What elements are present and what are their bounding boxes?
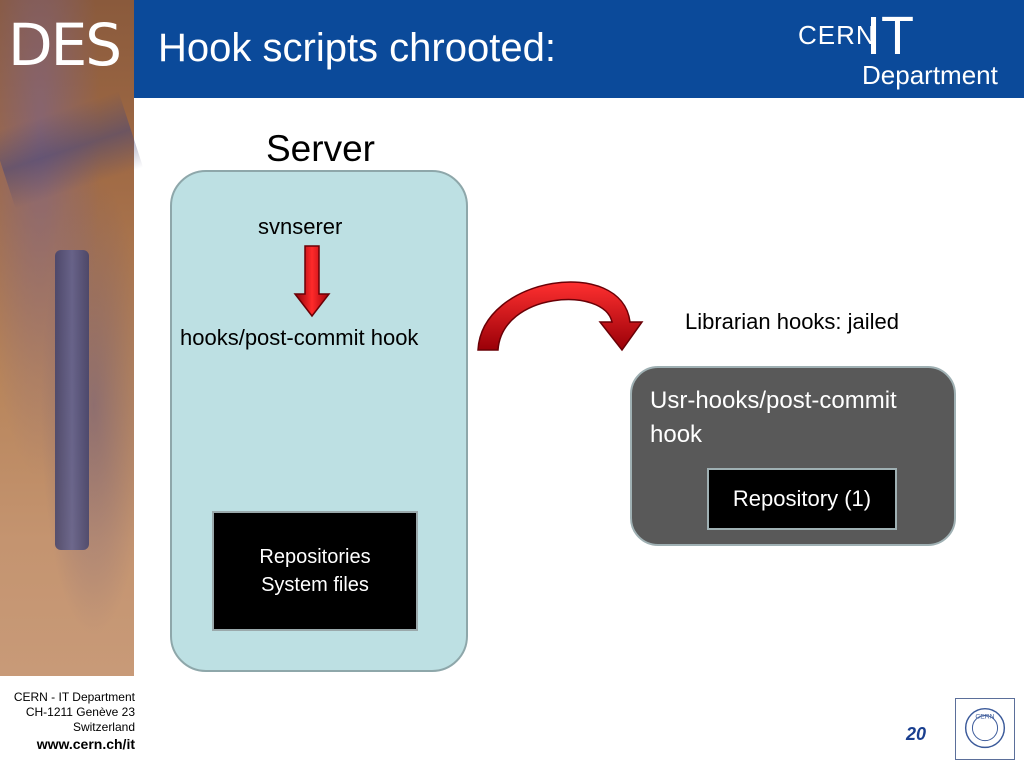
- des-logo: DES: [8, 11, 122, 79]
- curved-arrow-icon: [477, 281, 644, 352]
- side-photo-strip: DES: [0, 0, 144, 676]
- server-heading: Server: [266, 128, 375, 169]
- accelerator-magnet-graphic: [55, 250, 89, 550]
- cern-it-department-logo: CERN IT Department: [798, 6, 1012, 90]
- logo-department-text: Department: [862, 60, 998, 90]
- repositories-system-files-box: Repositories System files: [212, 511, 418, 631]
- cern-seal-logo: CERN: [955, 698, 1015, 760]
- system-files-line: System files: [261, 574, 369, 596]
- repositories-line: Repositories: [259, 546, 371, 568]
- down-arrow-icon: [293, 245, 331, 318]
- seal-text: CERN: [975, 713, 994, 720]
- address-line: CERN - IT Department: [13, 690, 135, 704]
- librarian-hooks-label: Librarian hooks: jailed: [685, 309, 900, 334]
- title-bar: Hook scripts chrooted: CERN IT Departmen…: [134, 0, 1024, 98]
- page-number: 20: [906, 724, 927, 744]
- accelerator-pipe-graphic: [0, 91, 144, 209]
- logo-it-text: IT: [866, 6, 914, 66]
- slide-title: Hook scripts chrooted:: [158, 26, 556, 70]
- address-line: CH-1211 Genève 23: [25, 705, 135, 719]
- address-line: Switzerland: [72, 720, 135, 734]
- footer-url-link[interactable]: www.cern.ch/it: [36, 736, 135, 752]
- post-commit-hook-label: hooks/post-commit hook: [180, 325, 419, 350]
- svnserer-label: svnserer: [258, 214, 343, 239]
- usr-hooks-label: Usr-hooks/post-commit hook: [650, 387, 897, 448]
- logo-cern-text: CERN: [798, 20, 876, 50]
- repository-1-box: Repository (1): [707, 468, 897, 530]
- footer-address: CERN - IT Department CH-1211 Genève 23 S…: [0, 690, 135, 735]
